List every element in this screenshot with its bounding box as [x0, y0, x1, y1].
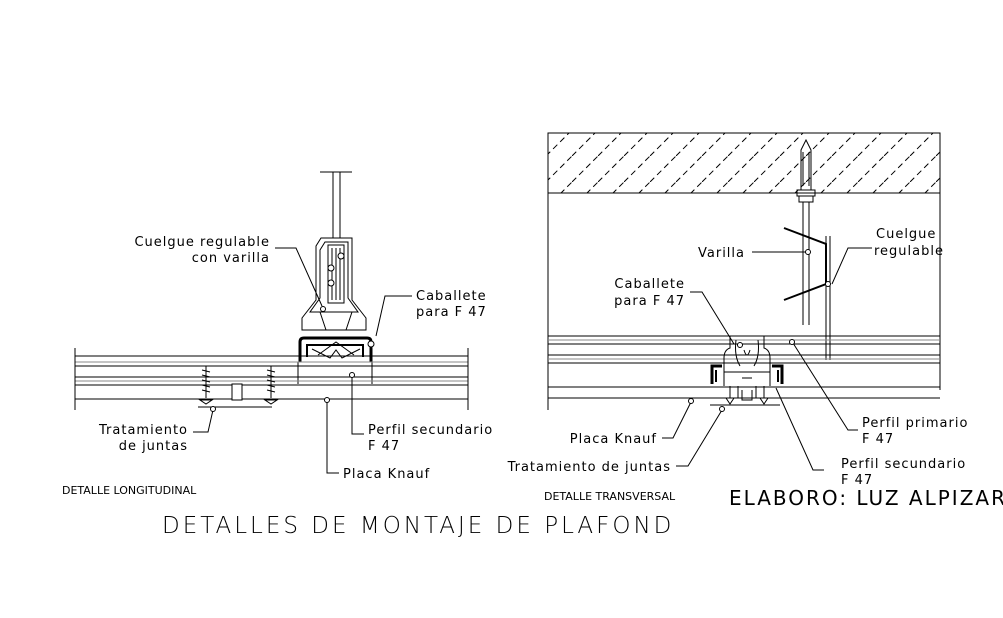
anchor-bolt [796, 138, 816, 325]
side-adjustable-hanger [783, 227, 831, 360]
label-tratamiento: Tratamiento [98, 423, 188, 438]
label-perfil-secundario: Perfil secundario [368, 423, 493, 438]
longitudinal-detail: Cuelgue regulable con varilla Caballete … [62, 171, 493, 497]
right-leader-lines [662, 247, 872, 471]
label-perfil-f47: F 47 [368, 439, 400, 454]
label-tratamiento-juntas: Tratamiento de juntas [507, 460, 671, 475]
left-leader-lines [193, 247, 412, 474]
label-placa-knauf-right: Placa Knauf [570, 432, 657, 447]
screws [198, 366, 279, 405]
label-perfil-primario-f47: F 47 [862, 432, 894, 447]
concrete-slab [547, 132, 941, 410]
transversal-caballete-cluster [710, 335, 784, 405]
label-placa-knauf: Placa Knauf [343, 467, 430, 482]
label-con-varilla: con varilla [192, 251, 270, 266]
label-para-f47-right: para F 47 [614, 294, 685, 309]
adjustable-hanger [301, 237, 367, 331]
label-de-juntas: de juntas [119, 439, 188, 454]
hanging-rod [320, 171, 352, 238]
label-regulable: regulable [874, 244, 944, 259]
transversal-detail: Cuelgue regulable Varilla Caballete para… [507, 132, 968, 503]
label-caballete: Caballete [416, 289, 487, 304]
transversal-board-layers [548, 335, 940, 406]
label-caballete-right: Caballete [614, 277, 685, 292]
label-cuelgue-regulable: Cuelgue regulable [134, 235, 270, 250]
drawing-title: DETALLES DE MONTAJE DE PLAFOND [162, 513, 674, 539]
label-varilla: Varilla [698, 246, 745, 261]
label-perfil-primario: Perfil primario [862, 416, 968, 431]
caption-detalle-transversal: DETALLE TRANSVERSAL [544, 490, 676, 503]
label-para-f47: para F 47 [416, 305, 487, 320]
label-cuelgue: Cuelgue [876, 227, 936, 242]
author-credit: ELABORO: LUZ ALPIZAR [729, 486, 1003, 510]
label-perfil-secundario-f47: F 47 [841, 473, 873, 488]
label-perfil-secundario-right: Perfil secundario [841, 457, 966, 472]
caption-detalle-longitudinal: DETALLE LONGITUDINAL [62, 484, 197, 497]
